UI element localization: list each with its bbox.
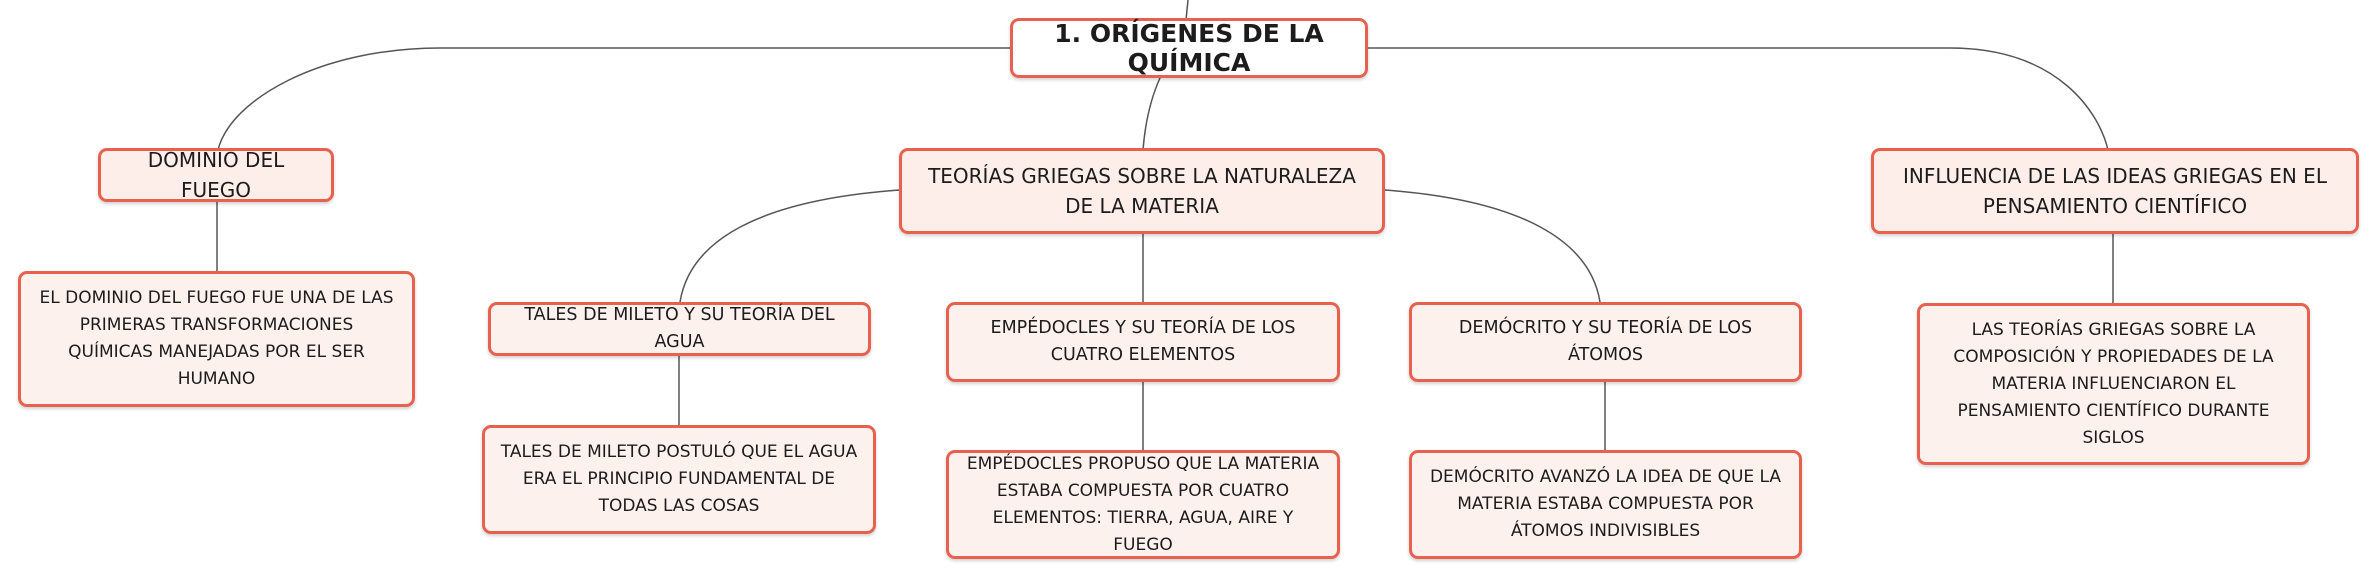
connector-teorias-democrito [1384, 189, 1601, 303]
detail-empedocles[interactable]: EMPÉDOCLES PROPUSO QUE LA MATERIA ESTABA… [946, 450, 1340, 559]
detail-democrito[interactable]: DEMÓCRITO AVANZÓ LA IDEA DE QUE LA MATER… [1409, 450, 1802, 559]
connector-root-influencia [1366, 47, 2109, 151]
connector-root-teorias [1142, 77, 1161, 151]
detail-tales-de-mileto[interactable]: TALES DE MILETO POSTULÓ QUE EL AGUA ERA … [482, 425, 876, 534]
topic-democrito[interactable]: DEMÓCRITO Y SU TEORÍA DE LOS ÁTOMOS [1409, 302, 1802, 382]
detail-influencia-ideas-griegas[interactable]: LAS TEORÍAS GRIEGAS SOBRE LA COMPOSICIÓN… [1917, 303, 2310, 465]
branch-teorias-griegas[interactable]: TEORÍAS GRIEGAS SOBRE LA NATURALEZA DE L… [899, 148, 1385, 234]
connector-root-fuego [217, 47, 1010, 151]
branch-influencia-ideas-griegas[interactable]: INFLUENCIA DE LAS IDEAS GRIEGAS EN EL PE… [1871, 148, 2359, 234]
connector-parent-root [1185, 0, 1189, 21]
topic-tales-de-mileto[interactable]: TALES DE MILETO Y SU TEORÍA DEL AGUA [488, 302, 871, 356]
branch-dominio-del-fuego[interactable]: DOMINIO DEL FUEGO [98, 148, 334, 202]
connector-teorias-tales [679, 189, 901, 303]
detail-dominio-del-fuego[interactable]: EL DOMINIO DEL FUEGO FUE UNA DE LAS PRIM… [18, 271, 415, 407]
topic-empedocles[interactable]: EMPÉDOCLES Y SU TEORÍA DE LOS CUATRO ELE… [946, 302, 1340, 382]
root-topic[interactable]: 1. ORÍGENES DE LA QUÍMICA [1010, 18, 1368, 78]
